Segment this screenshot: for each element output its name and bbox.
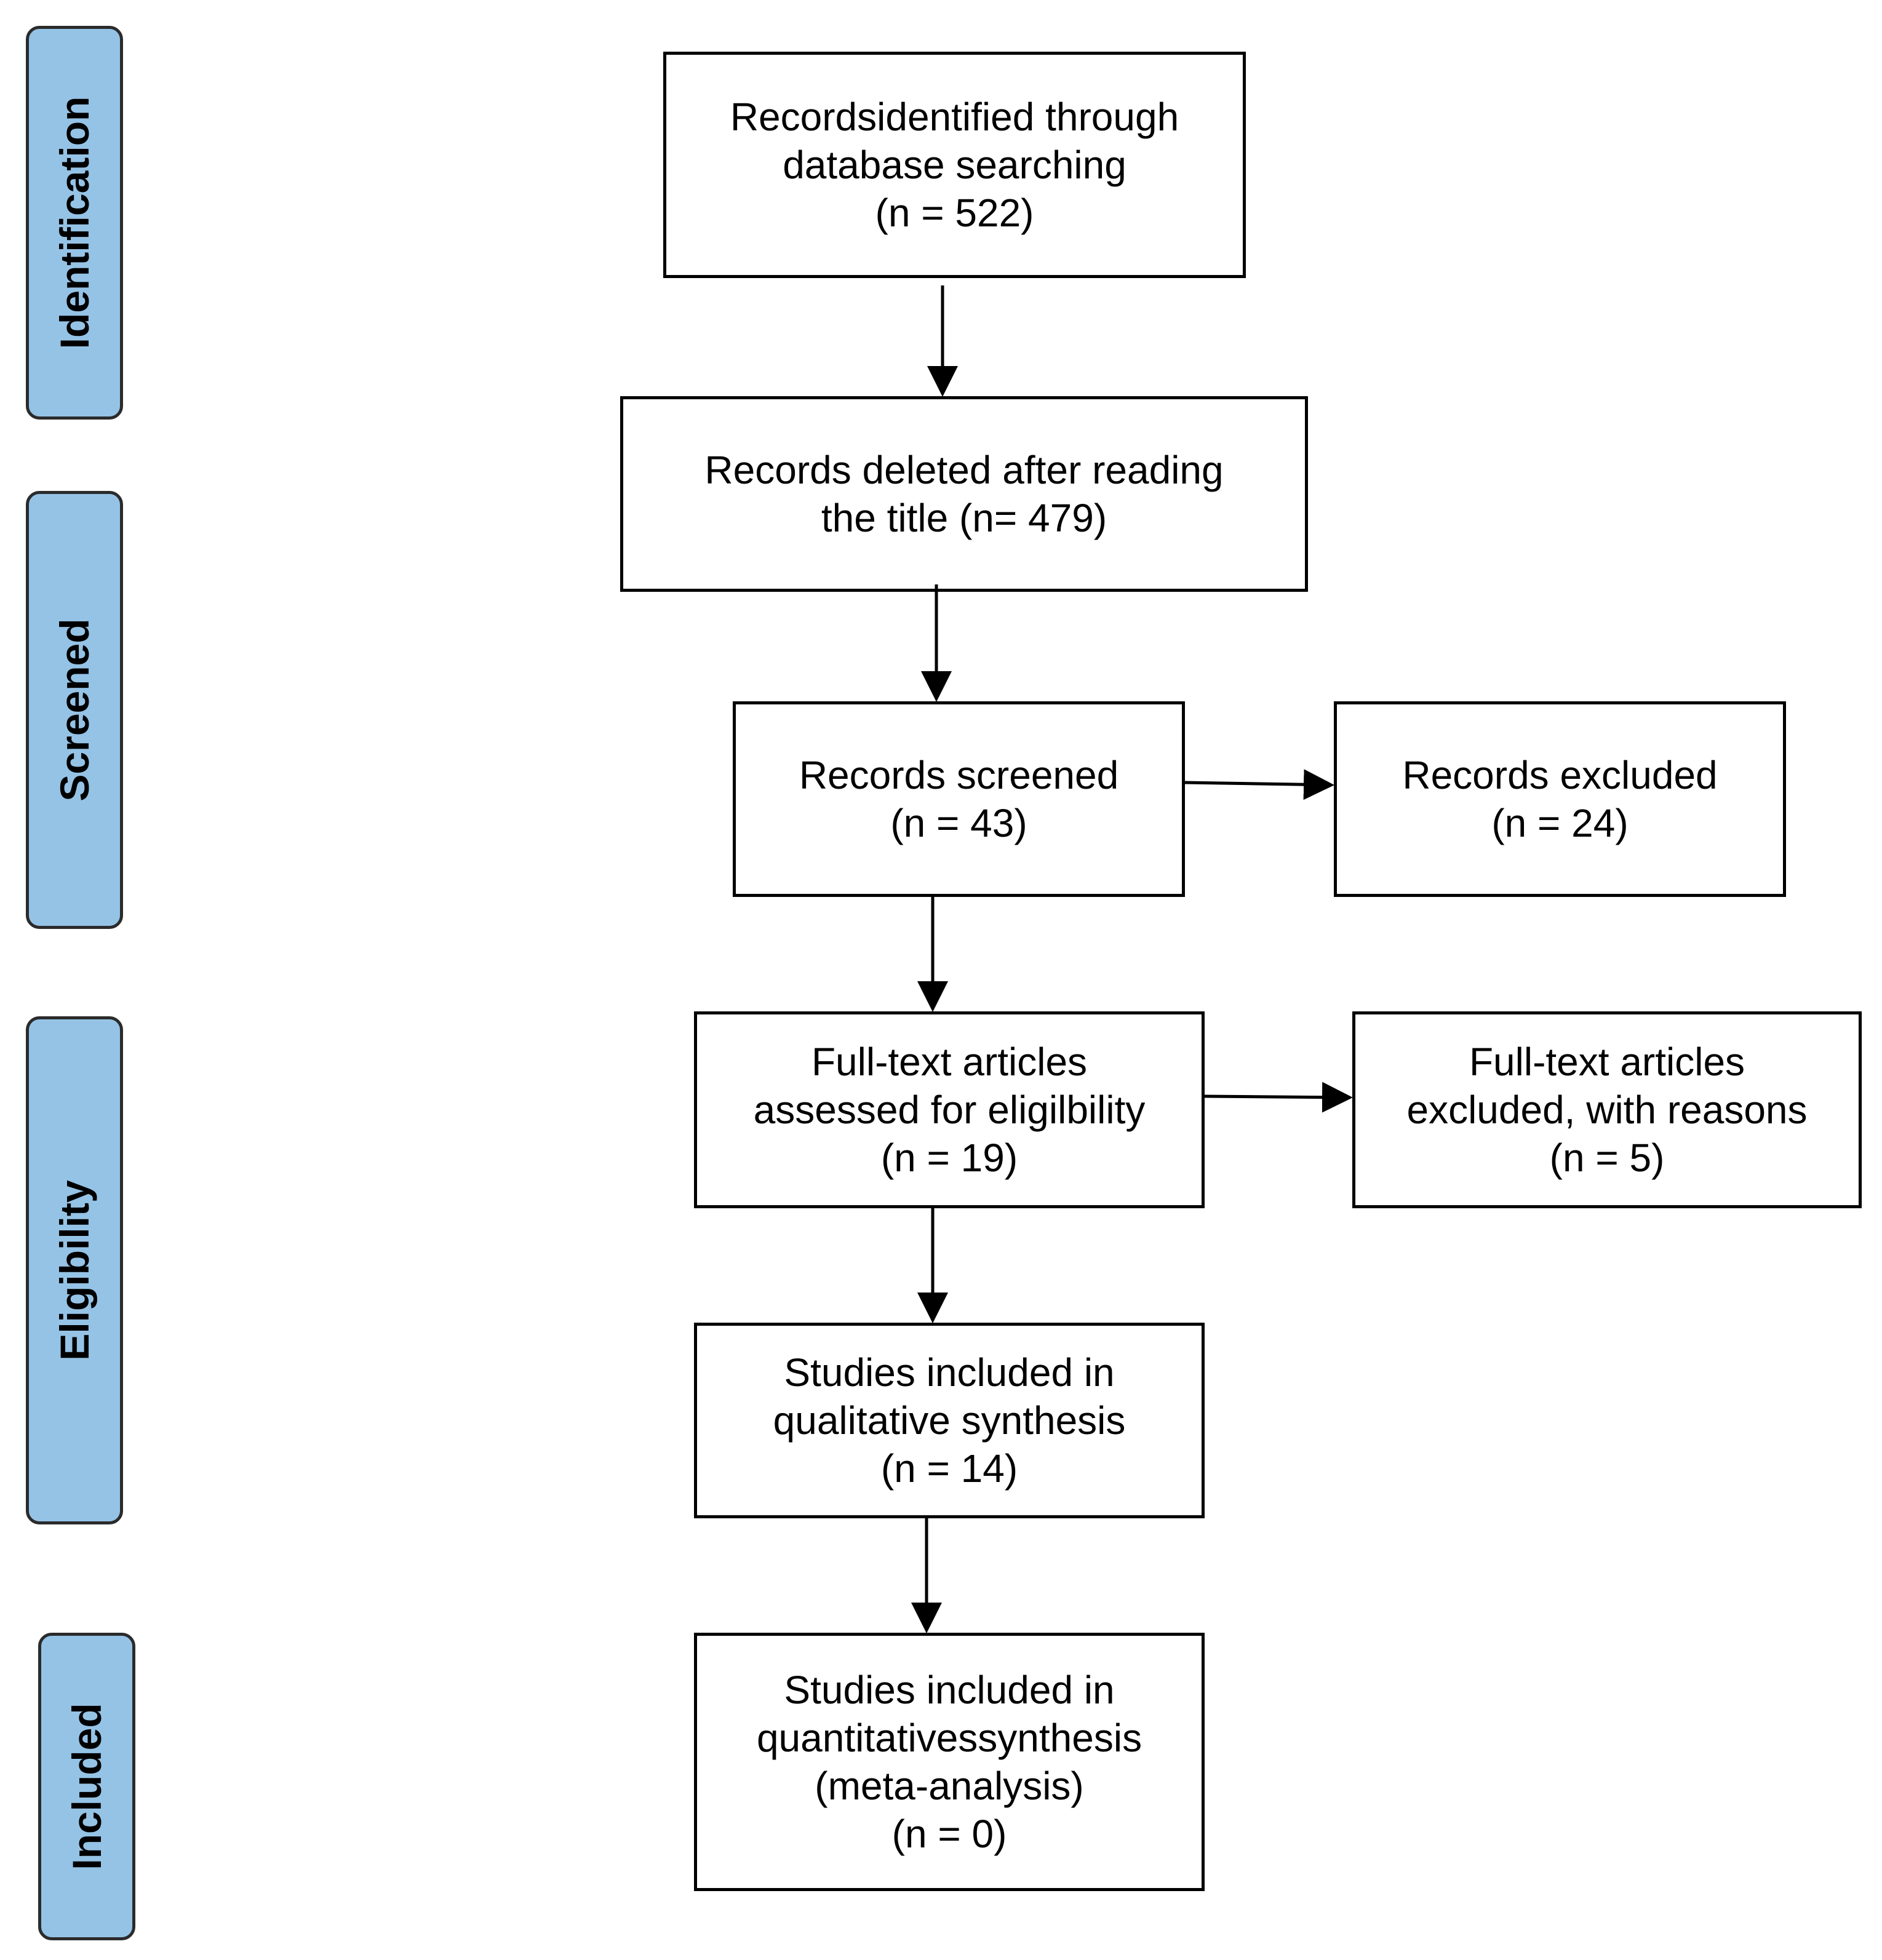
fulltext-assessed-line1: Full-text articles: [811, 1040, 1088, 1084]
screened-count: (n = 43): [890, 801, 1027, 845]
fulltext-assessed-line2: assessed for eligilbility: [753, 1088, 1146, 1132]
fulltext-excluded-line2: excluded, with reasons: [1406, 1088, 1808, 1132]
identified-count: (n = 522): [875, 191, 1034, 235]
quantitative-line3: (meta-analysis): [815, 1764, 1084, 1808]
quantitative-line1: Studies included in: [784, 1668, 1115, 1712]
fulltext-excluded-box: Full-text articles excluded, with reason…: [1352, 1011, 1862, 1208]
excluded-line1: Records excluded: [1402, 753, 1718, 797]
qualitative-line1: Studies included in: [784, 1350, 1115, 1395]
quantitative-line2: quantitativessynthesis: [756, 1716, 1142, 1760]
identified-line2: database searching: [783, 143, 1126, 187]
arrow-fulltext-to-excluded: [1204, 1082, 1353, 1113]
screened-box: Records screened (n = 43): [733, 701, 1185, 897]
qualitative-line2: qualitative synthesis: [773, 1398, 1126, 1443]
fulltext-assessed-count: (n = 19): [880, 1136, 1018, 1180]
phase-included: Included: [38, 1633, 135, 1940]
screened-line1: Records screened: [799, 753, 1119, 797]
deleted-box: Records deleted after reading the title …: [620, 396, 1308, 592]
phase-eligibility: Eligibility: [26, 1016, 123, 1524]
arrow-screened-to-excluded: [1184, 769, 1334, 800]
phase-identification: Identification: [26, 26, 123, 420]
deleted-line2: the title (n= 479): [821, 496, 1107, 540]
identified-line1: Recordsidentified through: [730, 95, 1179, 139]
qualitative-count: (n = 14): [880, 1446, 1018, 1491]
phase-screened: Screened: [26, 491, 123, 929]
quantitative-count: (n = 0): [891, 1812, 1007, 1856]
excluded-box: Records excluded (n = 24): [1334, 701, 1786, 897]
identified-box: Recordsidentified through database searc…: [663, 52, 1246, 278]
quantitative-box: Studies included in quantitativessynthes…: [694, 1633, 1205, 1891]
excluded-count: (n = 24): [1491, 801, 1629, 845]
fulltext-assessed-box: Full-text articles assessed for eligilbi…: [694, 1011, 1205, 1208]
fulltext-excluded-line1: Full-text articles: [1469, 1040, 1745, 1084]
deleted-line1: Records deleted after reading: [704, 448, 1224, 492]
qualitative-box: Studies included in qualitative synthesi…: [694, 1323, 1205, 1518]
fulltext-excluded-count: (n = 5): [1549, 1136, 1665, 1180]
